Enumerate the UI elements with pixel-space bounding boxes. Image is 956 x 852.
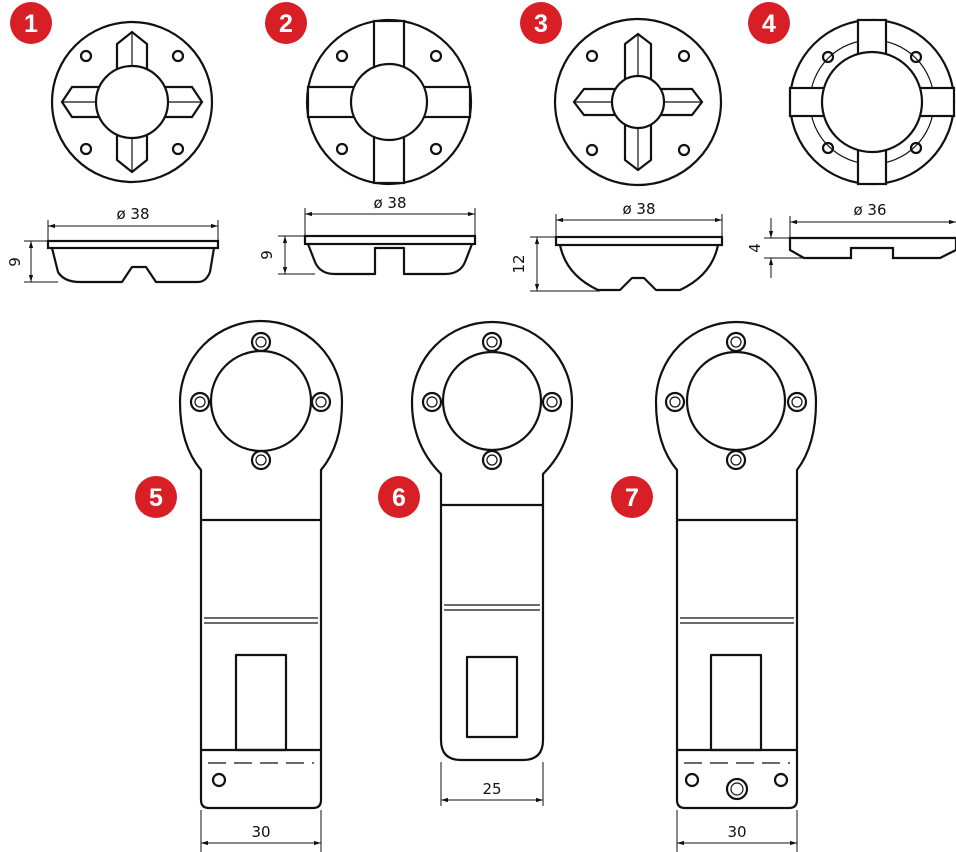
part-5-width-dimension: 30 [200, 810, 322, 852]
badge-2-label: 2 [279, 10, 293, 38]
part-2: 2 ø 38 9 [258, 2, 477, 276]
part-2-side-view: ø 38 9 [258, 194, 477, 276]
part-3-diameter-label: ø 38 [622, 200, 655, 218]
badge-3: 3 [520, 2, 562, 44]
badge-6-label: 6 [392, 484, 406, 512]
part-3-side-view: ø 38 12 [510, 200, 724, 292]
badge-4: 4 [748, 2, 790, 44]
part-4-height-label: 4 [746, 243, 764, 253]
badge-3-label: 3 [534, 10, 548, 38]
part-6-width-dimension: 25 [440, 762, 544, 806]
part-1-top-view [50, 20, 214, 184]
part-5-wrench [178, 319, 344, 810]
badge-7-label: 7 [625, 484, 639, 512]
badge-7: 7 [611, 476, 653, 518]
badge-1: 1 [10, 2, 52, 44]
part-7-width-label: 30 [727, 823, 746, 841]
badge-6: 6 [378, 476, 420, 518]
part-5: 5 30 [135, 319, 344, 852]
badge-4-label: 4 [762, 10, 776, 38]
part-7-width-dimension: 30 [676, 810, 798, 852]
part-1: 1 ø 38 9 [6, 2, 220, 284]
part-2-diameter-label: ø 38 [373, 194, 406, 212]
part-6: 6 25 [378, 320, 574, 806]
part-3-height-label: 12 [510, 254, 528, 273]
part-7-wrench [654, 320, 818, 810]
part-1-diameter-label: ø 38 [116, 205, 149, 223]
part-6-wrench [410, 320, 574, 762]
part-4: 4 ø 36 4 [746, 2, 956, 278]
part-2-height-label: 9 [258, 250, 276, 260]
part-1-side-view: ø 38 9 [6, 205, 220, 284]
part-3-top-view [553, 17, 723, 187]
part-5-width-label: 30 [251, 823, 270, 841]
badge-1-label: 1 [24, 10, 38, 38]
badge-2: 2 [265, 2, 307, 44]
part-4-top-view [788, 18, 956, 186]
part-3: 3 ø 38 12 [510, 2, 724, 292]
badge-5: 5 [135, 476, 177, 518]
part-4-side-view: ø 36 4 [746, 201, 956, 278]
part-6-width-label: 25 [482, 780, 501, 798]
part-1-height-label: 9 [6, 257, 24, 267]
part-2-top-view [305, 18, 473, 186]
part-7: 7 30 [611, 320, 818, 852]
badge-5-label: 5 [149, 484, 163, 512]
part-4-diameter-label: ø 36 [853, 201, 886, 219]
